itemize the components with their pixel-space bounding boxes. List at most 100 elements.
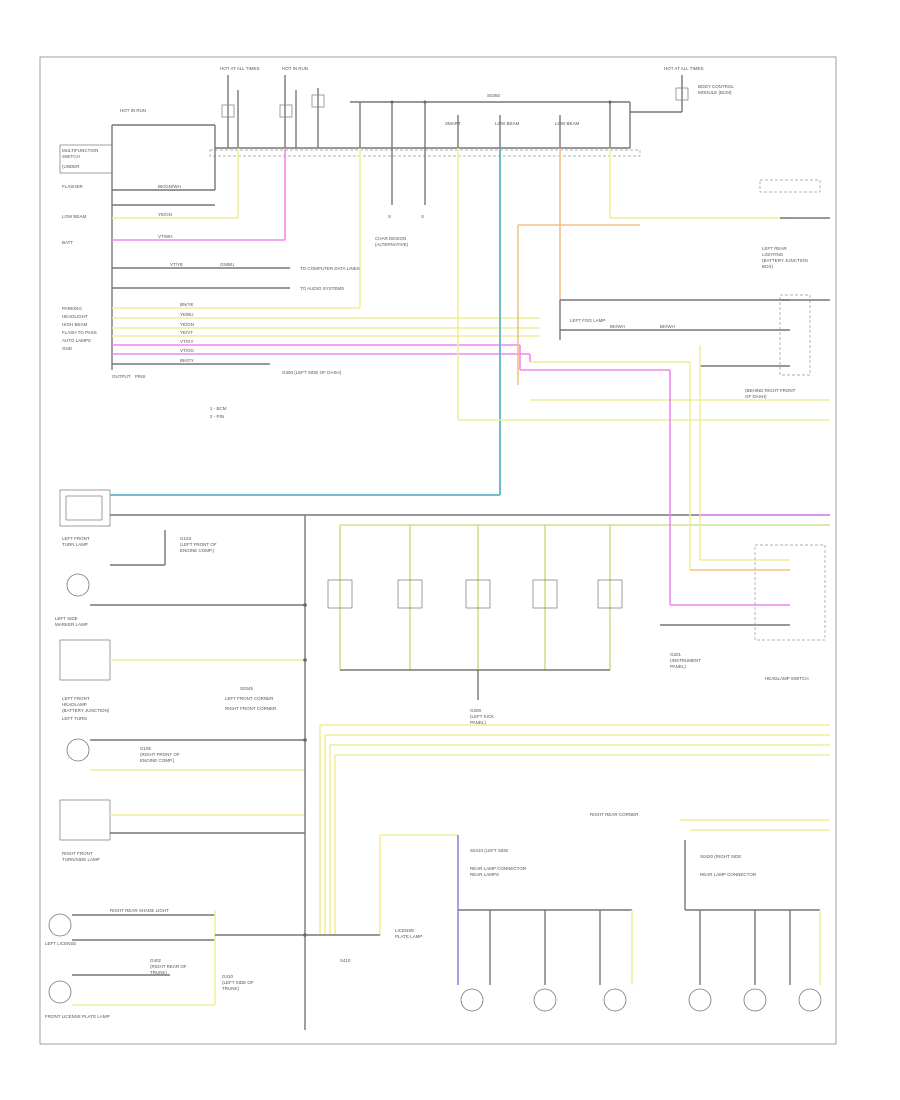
svg-text:S410: S410 (340, 958, 351, 963)
svg-text:AUTO LAMPS: AUTO LAMPS (62, 338, 91, 343)
left-rear-turn-lamp (533, 988, 557, 1012)
svg-text:HOT IN RUN: HOT IN RUN (120, 108, 146, 113)
svg-text:2 - PIN: 2 - PIN (210, 414, 224, 419)
left-rear-tail-lamp (460, 988, 484, 1012)
lamp-column-3 (465, 525, 491, 670)
svg-text:FLASHER: FLASHER (62, 184, 84, 189)
svg-text:G200: G200 (470, 708, 482, 713)
svg-text:ENGINE COMP.): ENGINE COMP.) (180, 548, 215, 553)
svg-text:TO COMPUTER DATA LINES: TO COMPUTER DATA LINES (300, 266, 360, 271)
svg-text:YE/GN: YE/GN (158, 212, 172, 217)
top-vertical-connectors: CHAR DESIGN (ALTERNATIVE) S S (375, 148, 790, 495)
svg-text:LICENSE: LICENSE (395, 928, 414, 933)
svg-text:PLATE LAMP: PLATE LAMP (395, 934, 422, 939)
lamp-column-2 (397, 525, 423, 670)
svg-text:BOX): BOX) (762, 264, 774, 269)
svg-text:BK/WH: BK/WH (610, 324, 625, 329)
svg-text:FLASH TO PASS: FLASH TO PASS (62, 330, 97, 335)
center-bus: S0245 LEFT FRONT CORNER RIGHT FRONT CORN… (222, 515, 307, 1030)
svg-text:LIGHTING: LIGHTING (762, 252, 784, 257)
svg-text:LEFT FOG LAMP: LEFT FOG LAMP (570, 318, 605, 323)
rear-left-cluster: S0410 (LEFT SIDE REAR LAMP CONNECTOR REA… (457, 835, 633, 1012)
right-run-wires: HEADLAMP SWITCH G201 (INSTRUMENT PANEL) (519, 345, 826, 681)
svg-text:(LEFT FRONT OF: (LEFT FRONT OF (180, 542, 217, 547)
svg-text:BK/GN/WH: BK/GN/WH (158, 184, 181, 189)
svg-text:OUTPUT: OUTPUT (112, 374, 131, 379)
svg-text:BATT: BATT (62, 240, 73, 245)
left-license-lamp (48, 980, 72, 1004)
left-rear-stop-lamp (603, 988, 627, 1012)
left-turn-marker-lamp (66, 738, 90, 762)
svg-text:RIGHT REAR SHADE LIGHT: RIGHT REAR SHADE LIGHT (110, 908, 169, 913)
right-rear-tail-lamp (688, 988, 712, 1012)
svg-text:RIGHT REAR CORNER: RIGHT REAR CORNER (590, 812, 639, 817)
svg-text:(ALTERNATIVE): (ALTERNATIVE) (375, 242, 409, 247)
rear-lamp-bus: LICENSE PLATE LAMP S410 (305, 724, 830, 963)
left-lamps: LEFT FRONT TURN LAMP G103 (LEFT FRONT OF… (45, 489, 500, 1019)
left-front-side-marker-lamp (66, 573, 90, 597)
diagram-notes: 1 - BCM 2 - PIN (210, 406, 227, 419)
svg-text:LEFT FRONT: LEFT FRONT (62, 696, 90, 701)
diagram-frame (39, 56, 837, 1045)
right-rear-turn-lamp (743, 988, 767, 1012)
switch-output-wires: BK/GN/WH YE/GN VT/WH VT/YE GN/BU TO COMP… (112, 148, 540, 379)
svg-text:GND: GND (62, 346, 73, 351)
power-distribution-section: HOT AT ALL TIMES HOT IN RUN HOT AT ALL T… (120, 66, 734, 157)
svg-text:1 - BCM: 1 - BCM (210, 406, 227, 411)
lamp-column-5 (597, 525, 623, 670)
lamp-column-4 (532, 525, 558, 670)
svg-text:MULTIFUNCTION: MULTIFUNCTION (62, 148, 98, 153)
svg-text:REAR LAMP CONNECTOR: REAR LAMP CONNECTOR (700, 872, 757, 877)
rear-right-cluster: RIGHT REAR CORNER S0420 (RIGHT SIDE REAR… (590, 812, 830, 1012)
right-rear-stop-lamp (798, 988, 822, 1012)
svg-text:TO AUDIO SYSTEMS: TO AUDIO SYSTEMS (300, 286, 344, 291)
svg-text:S: S (421, 214, 424, 219)
svg-text:VT/YE: VT/YE (170, 262, 183, 267)
right-edge-wires (700, 217, 830, 516)
svg-text:ENGINE COMP.): ENGINE COMP.) (140, 758, 175, 763)
multifunction-switch: MULTIFUNCTION SWITCH (UNDER FLASHER LOW … (59, 124, 216, 370)
svg-text:LOW BEAM: LOW BEAM (495, 121, 520, 126)
svg-text:LOW BEAM: LOW BEAM (62, 214, 87, 219)
svg-text:LEFT FRONT CORNER: LEFT FRONT CORNER (225, 696, 274, 701)
svg-text:RIGHT FRONT: RIGHT FRONT (62, 851, 93, 856)
svg-text:PARKING: PARKING (62, 306, 82, 311)
svg-text:LEFT SIDE: LEFT SIDE (55, 616, 78, 621)
svg-text:(LEFT KICK: (LEFT KICK (470, 714, 494, 719)
svg-text:BK/GY: BK/GY (180, 358, 194, 363)
svg-text:(INSTRUMENT: (INSTRUMENT (670, 658, 701, 663)
svg-text:CHAR DESIGN: CHAR DESIGN (375, 236, 406, 241)
svg-text:LEFT REAR: LEFT REAR (762, 246, 787, 251)
svg-text:TURN LAMP: TURN LAMP (62, 542, 88, 547)
svg-text:GN/BU: GN/BU (220, 262, 234, 267)
svg-text:HEADLAMP SWITCH: HEADLAMP SWITCH (765, 676, 809, 681)
svg-text:VT/GY: VT/GY (180, 339, 194, 344)
right-fog-lamp (48, 913, 72, 937)
svg-text:G201: G201 (670, 652, 682, 657)
svg-text:HIGH BEAM: HIGH BEAM (62, 322, 88, 327)
svg-text:G103: G103 (180, 536, 192, 541)
interior-lamp-bank: G200 (LEFT KICK PANEL) (305, 514, 830, 725)
svg-text:(RIGHT REAR OF: (RIGHT REAR OF (150, 964, 187, 969)
svg-text:LOW BEAM: LOW BEAM (555, 121, 580, 126)
svg-text:G410: G410 (222, 974, 234, 979)
svg-text:HEADLIGHT: HEADLIGHT (62, 314, 88, 319)
svg-text:PANEL): PANEL) (670, 664, 686, 669)
svg-text:SWITCH: SWITCH (62, 154, 80, 159)
svg-text:TRUNK): TRUNK) (150, 970, 167, 975)
svg-text:MODULE (BCM): MODULE (BCM) (698, 90, 732, 95)
svg-text:PINS: PINS (135, 374, 146, 379)
svg-text:HOT AT ALL TIMES: HOT AT ALL TIMES (220, 66, 260, 71)
svg-text:VT/OG: VT/OG (180, 348, 195, 353)
svg-text:HOT AT ALL TIMES: HOT AT ALL TIMES (664, 66, 704, 71)
headlamp-module-right: LEFT REAR LIGHTING (BATTERY JUNCTION BOX… (458, 179, 830, 421)
svg-text:SMART: SMART (445, 121, 461, 126)
svg-text:BN/YE: BN/YE (180, 302, 194, 307)
svg-text:REAR LAMP CONNECTOR: REAR LAMP CONNECTOR (470, 866, 527, 871)
svg-text:S0245: S0245 (240, 686, 254, 691)
svg-text:YE/GN: YE/GN (180, 322, 194, 327)
svg-text:S0410 (LEFT SIDE: S0410 (LEFT SIDE (470, 848, 508, 853)
svg-text:BK/WH: BK/WH (660, 324, 675, 329)
